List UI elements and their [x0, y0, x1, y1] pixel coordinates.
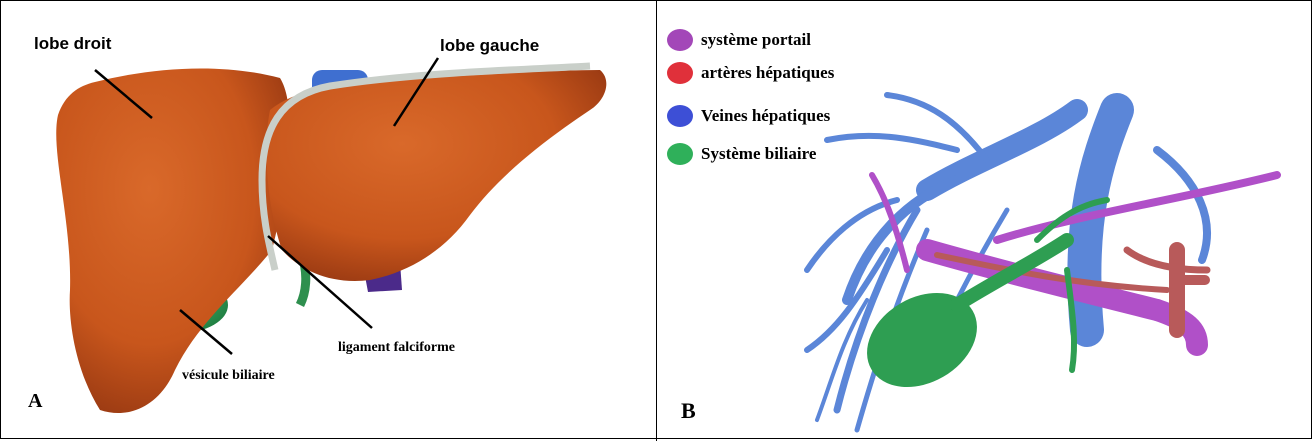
legend-swatch-red — [667, 62, 693, 84]
legend-label: Veines hépatiques — [701, 106, 830, 126]
left-lobe-shape — [266, 70, 606, 281]
panel-letter-b: B — [681, 398, 696, 424]
legend-swatch-blue — [667, 105, 693, 127]
label-lobe-gauche: lobe gauche — [440, 36, 539, 56]
liver-illustration — [0, 0, 657, 441]
panel-letter-a: A — [28, 390, 42, 413]
label-lobe-droit: lobe droit — [34, 34, 111, 54]
legend-item-biliary: Système biliaire — [667, 142, 816, 166]
legend-label: Système biliaire — [701, 144, 816, 164]
label-vesicule-biliaire: vésicule biliaire — [182, 368, 275, 384]
panel-b-vascular-systems: système portail artères hépatiques Veine… — [657, 0, 1314, 441]
legend-label: système portail — [701, 30, 811, 50]
legend-label: artères hépatiques — [701, 63, 834, 83]
label-ligament-falciforme: ligament falciforme — [338, 340, 455, 356]
legend-swatch-purple — [667, 29, 693, 51]
legend-item-arteries: artères hépatiques — [667, 61, 834, 85]
right-lobe-shape — [56, 68, 289, 413]
legend-item-portal: système portail — [667, 28, 811, 52]
legend-item-veins: Veines hépatiques — [667, 104, 830, 128]
panel-a-liver-anterior-view: lobe droit lobe gauche ligament falcifor… — [0, 0, 657, 441]
legend-swatch-green — [667, 143, 693, 165]
